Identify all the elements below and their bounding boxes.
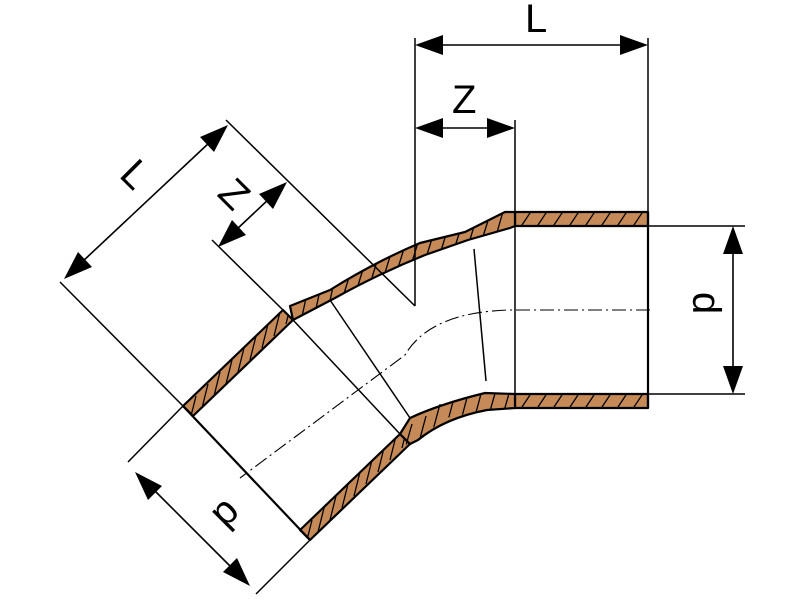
left-insertion-dimension: Z xyxy=(210,170,287,311)
left-socket-lower-wall xyxy=(298,432,412,542)
left-length-extension-line xyxy=(59,281,184,407)
left-insertion-label: Z xyxy=(210,170,258,218)
bend-inner-wall xyxy=(398,391,517,446)
right-diameter-dimension: d xyxy=(648,225,745,395)
left-length-label: L xyxy=(112,151,159,198)
bottom-diameter-extension-bottom xyxy=(255,539,311,595)
bottom-diameter-arrow-top xyxy=(135,472,162,500)
bottom-diameter-label: d xyxy=(204,492,251,539)
top-length-dimension: L xyxy=(415,0,649,212)
bottom-diameter-dimension: d xyxy=(127,405,311,595)
right-socket-bottom-hatch xyxy=(519,394,645,408)
top-length-arrow-right xyxy=(620,35,648,55)
bottom-diameter-arrow-bottom xyxy=(223,558,250,586)
left-socket-upper-hatch xyxy=(189,310,293,416)
right-diameter-arrow-top xyxy=(723,226,743,254)
right-diameter-label: d xyxy=(684,292,728,314)
bend-outer-wall xyxy=(288,210,517,322)
left-insertion-extension-line xyxy=(211,239,284,311)
top-length-arrow-left xyxy=(415,35,443,55)
left-length-arrow-top xyxy=(200,125,228,152)
left-length-dimension-line xyxy=(81,141,211,263)
left-bend-joint xyxy=(329,299,411,419)
top-insertion-arrow-right xyxy=(487,118,515,138)
left-insertion-arrow-top xyxy=(259,182,287,209)
right-diameter-arrow-bottom xyxy=(723,366,743,394)
top-length-label: L xyxy=(525,0,547,41)
right-socket-top-hatch xyxy=(519,212,645,226)
left-socket xyxy=(181,308,412,542)
top-insertion-dimension: Z xyxy=(415,78,516,212)
left-origin-extension-line xyxy=(225,119,416,307)
left-length-arrow-bottom xyxy=(64,252,92,279)
right-socket-top-wall xyxy=(513,210,650,228)
right-bend-joint xyxy=(473,248,487,382)
bottom-diameter-extension-top xyxy=(127,405,184,463)
left-insertion-dimension-line xyxy=(235,197,271,231)
pipe-centerline xyxy=(239,309,650,479)
left-socket-seat xyxy=(292,319,401,435)
bend-outer-hatch xyxy=(299,212,505,320)
left-length-dimension: L xyxy=(59,125,228,407)
right-socket xyxy=(513,210,650,410)
top-insertion-arrow-left xyxy=(415,118,443,138)
top-insertion-label: Z xyxy=(452,78,476,122)
right-socket-bottom-wall xyxy=(513,392,650,410)
bottom-diameter-dimension-line xyxy=(153,489,233,569)
left-insertion-arrow-bottom xyxy=(218,220,246,247)
